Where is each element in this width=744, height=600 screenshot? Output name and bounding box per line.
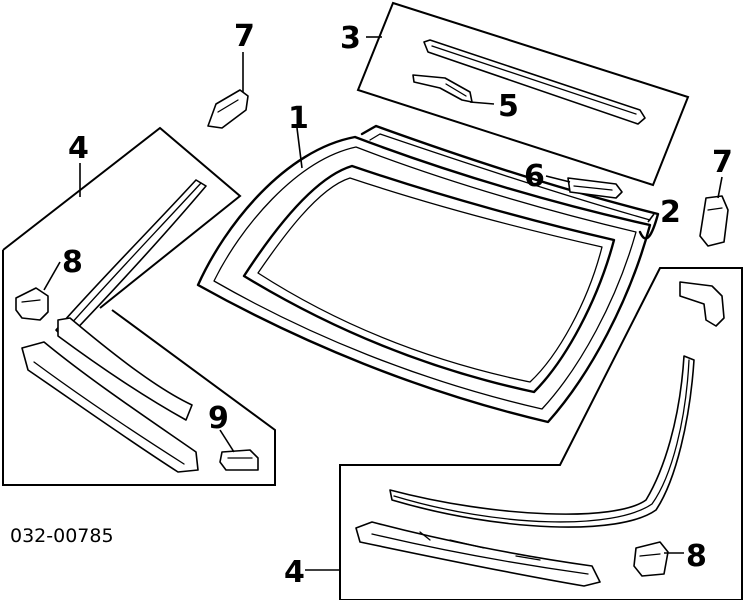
callout-labels: 1 2 3 4 4 5 6 7 7 8 8 9 [62,19,733,590]
diagram-code: 032-00785 [10,525,114,547]
bracket-item-7-top [207,89,249,129]
right-molding-panel [339,267,743,600]
callout-3: 3 [340,21,361,56]
windshield-dam [360,124,660,240]
bracket-item-7-right [699,195,729,247]
callout-8-left: 8 [62,245,83,280]
callout-4-left: 4 [68,131,89,166]
callout-9: 9 [208,401,229,436]
callout-5: 5 [498,89,519,124]
callout-8-right: 8 [686,539,707,574]
callout-2: 2 [660,195,681,230]
windshield-glass [196,135,652,424]
left-molding-panel [2,126,276,486]
callout-7-top: 7 [234,19,255,54]
callout-6: 6 [524,159,545,194]
callout-4-bottom: 4 [284,555,305,590]
callout-7-right: 7 [712,145,733,180]
callout-1: 1 [288,101,309,136]
upper-molding-panel [356,1,690,187]
clip-item-6 [567,177,623,199]
leader-lines [43,36,723,571]
